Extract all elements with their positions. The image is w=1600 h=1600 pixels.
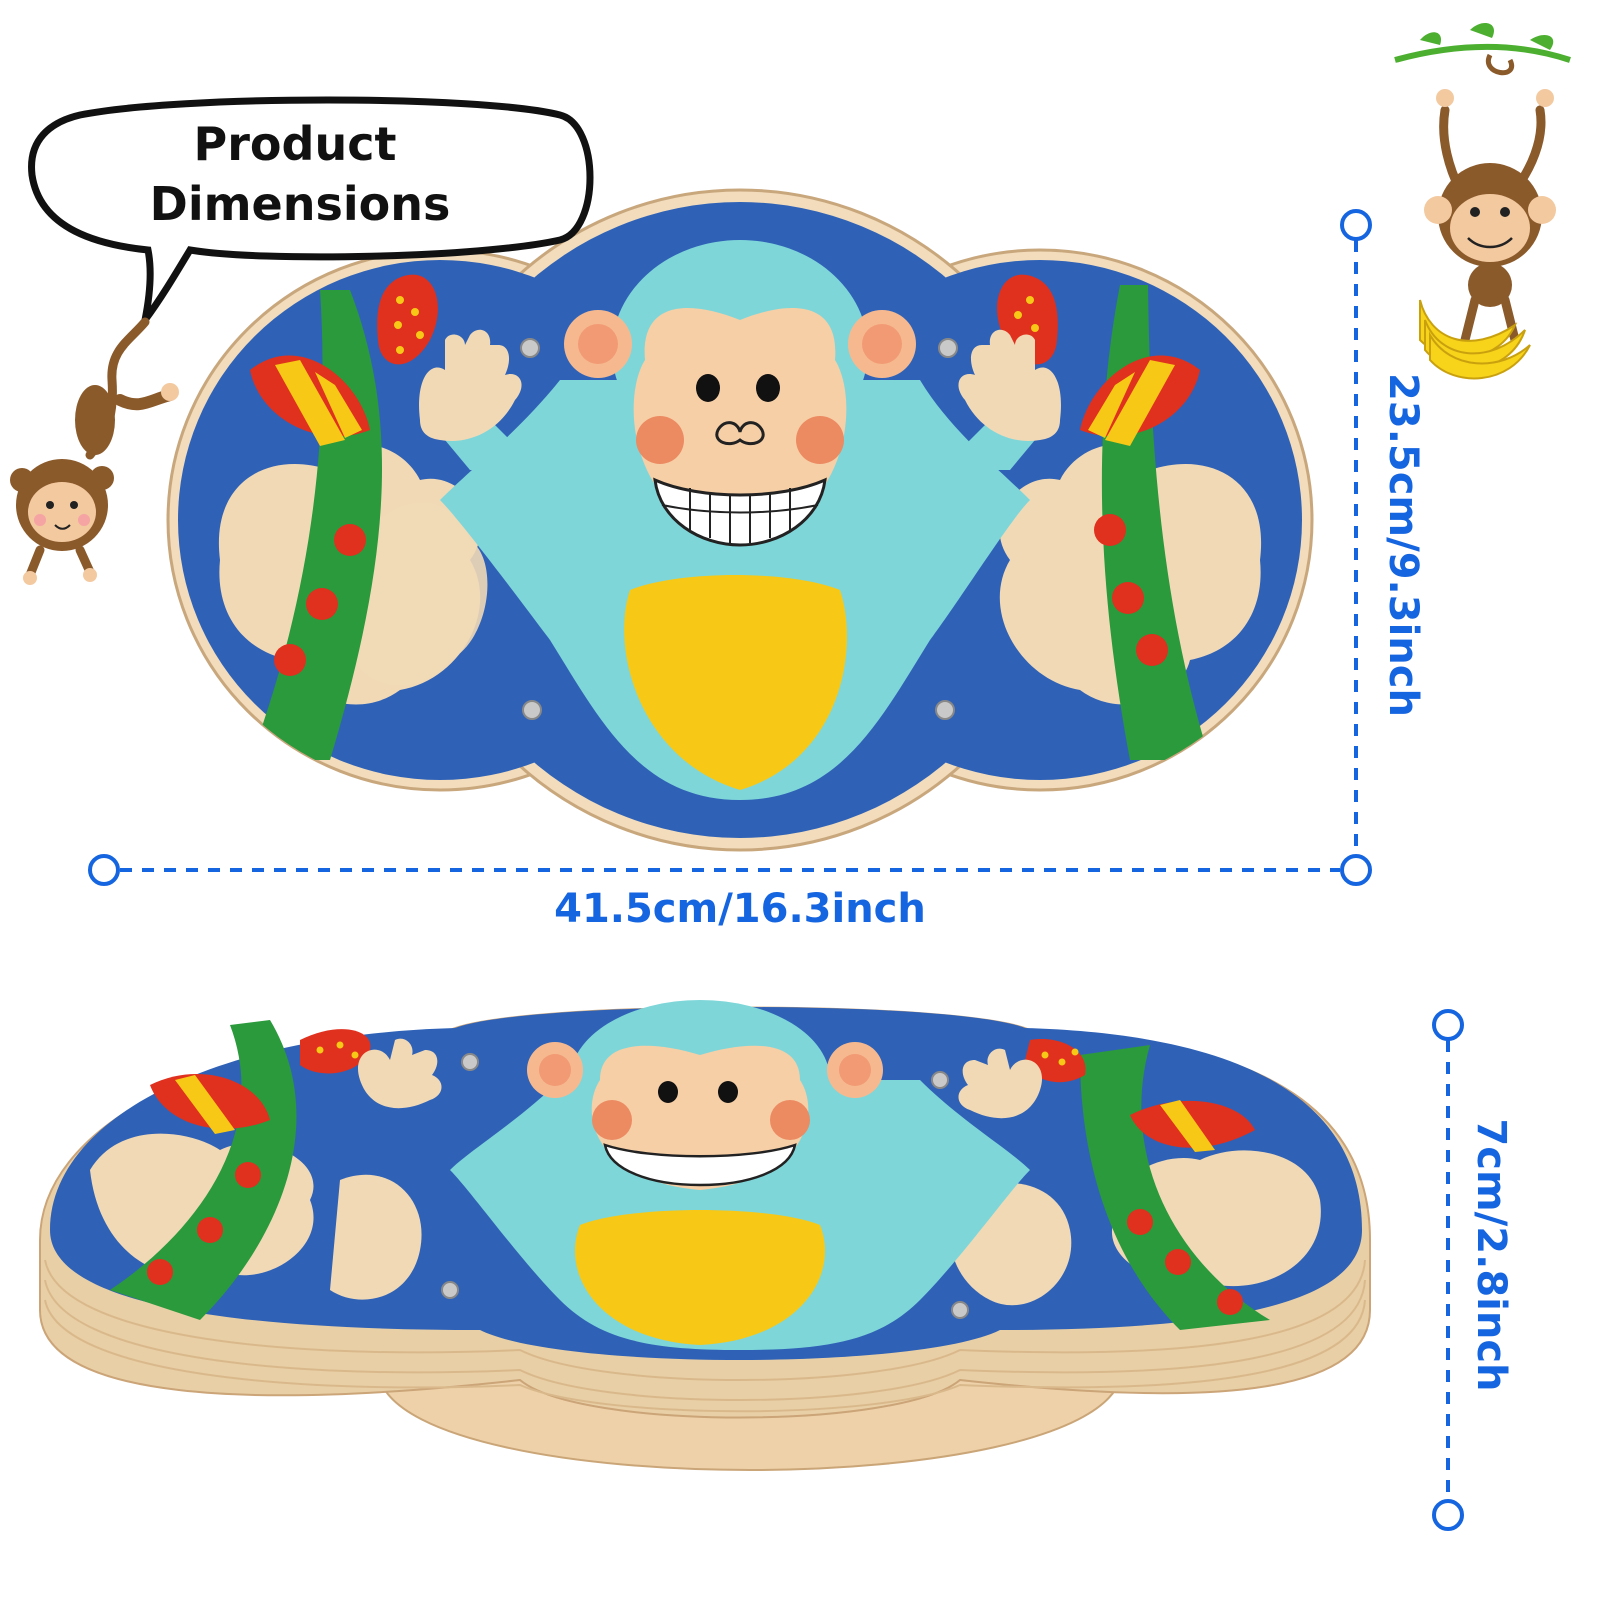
berries-left-icon: [274, 524, 366, 676]
board-top-view: [166, 188, 1314, 852]
rocker-base-icon: [378, 1379, 1122, 1471]
speech-bubble: Product Dimensions: [28, 96, 594, 323]
berries-right-icon: [1094, 514, 1168, 666]
striped-leaf-left-icon: [250, 355, 370, 446]
board-side-view: [39, 1000, 1371, 1471]
height-label: 23.5cm/9.3inch: [1380, 373, 1426, 717]
screw-icon: [520, 338, 958, 720]
width-dimension-line: [88, 854, 1372, 886]
callout-line-1: Product: [194, 117, 397, 171]
monkey-character-icon: [419, 240, 1061, 800]
width-label: 41.5cm/16.3inch: [554, 886, 926, 932]
dotted-leaf-left-icon: [377, 274, 438, 365]
callout-line-2: Dimensions: [150, 177, 451, 231]
banana-icon: [1419, 299, 1531, 380]
monkey-belly-icon: [624, 575, 847, 790]
hanging-monkey-icon: [10, 317, 179, 585]
striped-leaf-right-icon: [1080, 355, 1200, 446]
monkey-with-banana-icon: [1394, 23, 1571, 380]
thickness-label: 7cm/2.8inch: [1468, 1118, 1514, 1391]
monkey-hand-right-icon: [958, 329, 1061, 441]
monkey-hand-left-icon: [419, 329, 522, 441]
thickness-dimension-line: [1432, 1009, 1464, 1531]
height-dimension-line: [1340, 209, 1372, 856]
